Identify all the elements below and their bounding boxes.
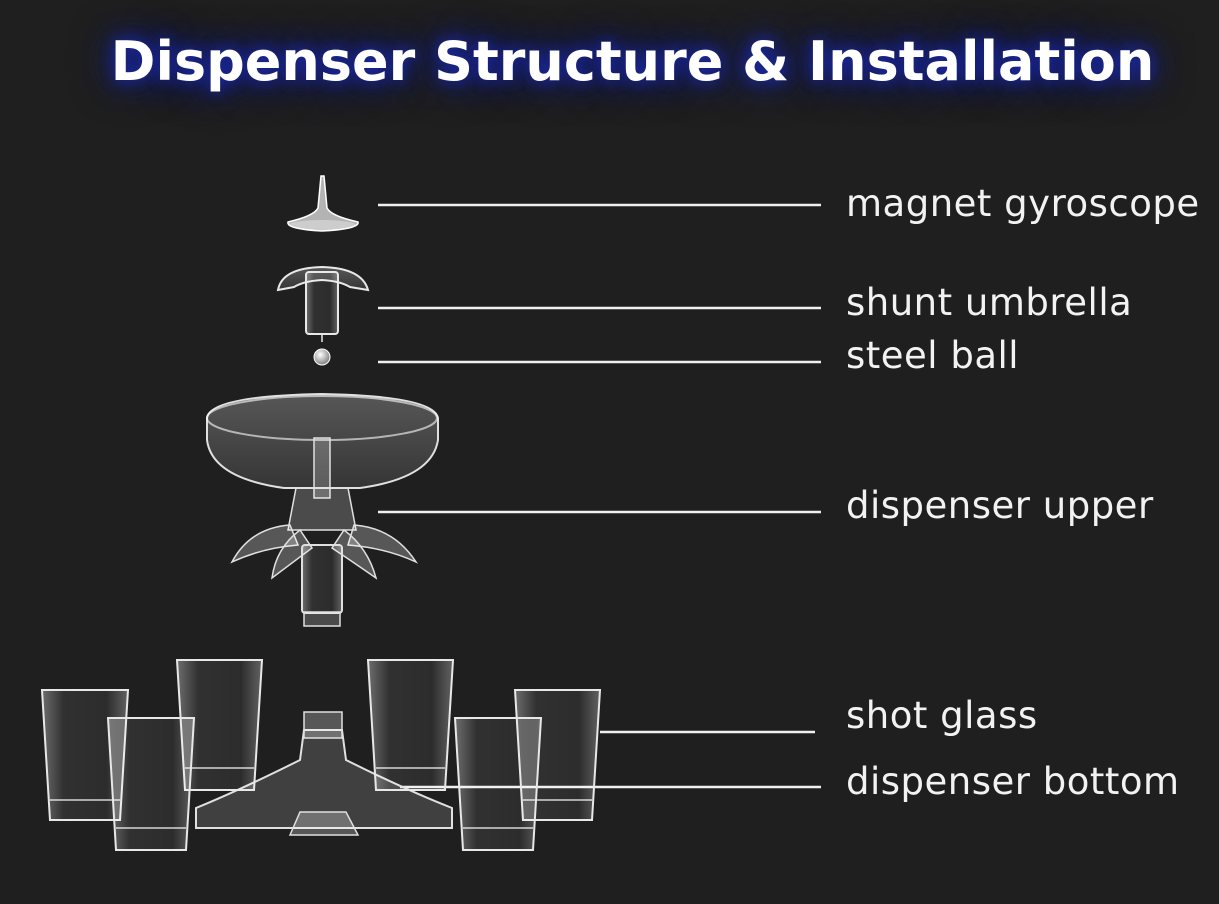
shunt-umbrella-part [276,265,370,342]
steel-ball-part [313,348,331,366]
dispenser-upper-part [206,392,439,627]
shot-glass-front-left [106,717,196,851]
label-magnet-gyroscope: magnet gyroscope [846,182,1200,225]
shot-glass-back-center-right [366,659,455,791]
label-dispenser-bottom: dispenser bottom [846,760,1180,803]
label-dispenser-upper: dispenser upper [846,484,1154,527]
dispenser-bottom-part [195,711,453,836]
magnet-gyroscope-part [287,175,359,232]
page-title: Dispenser Structure & Installation [110,30,1155,93]
shot-glass-front-right [453,717,543,851]
label-steel-ball: steel ball [846,334,1020,377]
label-shunt-umbrella: shunt umbrella [846,281,1133,324]
label-shot-glass: shot glass [846,694,1038,737]
